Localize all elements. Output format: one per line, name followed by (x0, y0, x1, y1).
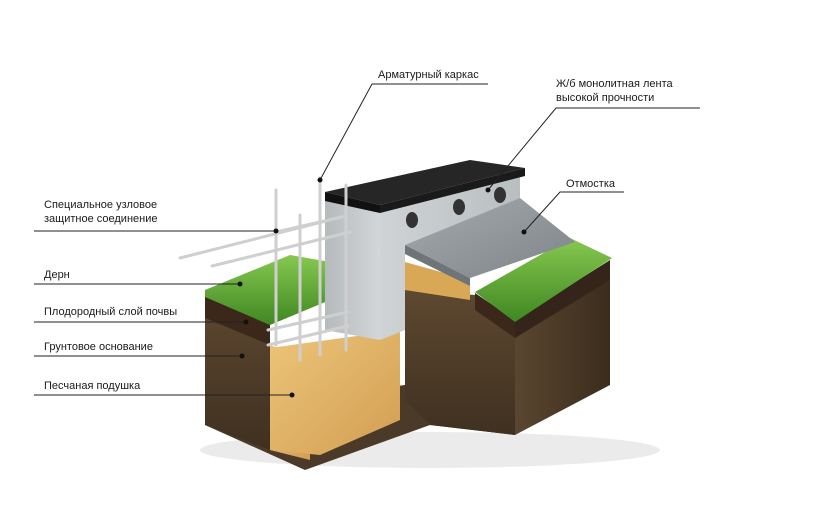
label-rc-strip-line2: высокой прочности (556, 92, 655, 104)
rebar-frame (178, 176, 352, 362)
right-topsoil-front (475, 293, 515, 338)
blind-area-edge (405, 245, 470, 286)
strip-front-face (325, 200, 380, 340)
leader-lines (34, 83, 700, 396)
label-turf: Дерн (44, 269, 70, 281)
rebar-horizontal (266, 310, 350, 332)
right-grass-top (475, 238, 612, 322)
rebar-horizontal (210, 230, 352, 268)
right-soil-side (515, 262, 610, 435)
leader-dot (485, 187, 491, 193)
rebar-tie (274, 214, 348, 234)
label-subgrade: Грунтовое основание (44, 341, 153, 353)
label-junction-line1: Специальное узловое (44, 199, 158, 211)
leader-dot (317, 177, 323, 183)
sand-cushion-face (270, 330, 400, 455)
strip-hole (406, 212, 418, 228)
leader-dot (237, 281, 243, 287)
strip-cap-side (380, 168, 525, 213)
label-blind-area: Отмостка (566, 178, 615, 190)
leader-blind-area (523, 191, 624, 233)
strip-hole (494, 187, 506, 203)
leader-rebar-frame (319, 83, 488, 181)
label-junction-line2: защитное соединение (44, 213, 158, 225)
blind-area-top (405, 198, 575, 278)
leader-dot (289, 392, 295, 398)
blind-area-sand (405, 262, 470, 300)
leader-dot (239, 353, 245, 359)
strip-cap-front (325, 192, 380, 213)
label-rc-strip-line1: Ж/б монолитная лента (556, 78, 673, 90)
leader-dot (243, 319, 249, 325)
left-topsoil-front (205, 295, 270, 345)
leader-dot (521, 229, 527, 235)
label-topsoil: Плодородный слой почвы (44, 306, 178, 318)
rebar-horizontal (266, 324, 350, 347)
label-rebar-frame: Арматурный каркас (378, 69, 479, 81)
right-soil-front (405, 290, 515, 435)
strip-hole (453, 199, 465, 215)
leader-dot (273, 228, 279, 234)
strip-cap-top (325, 160, 525, 205)
right-topsoil-side (515, 260, 610, 338)
label-sand-cushion: Песчаная подушка (44, 380, 141, 392)
leader-rc-strip (487, 107, 700, 191)
leader-dots (237, 177, 527, 398)
